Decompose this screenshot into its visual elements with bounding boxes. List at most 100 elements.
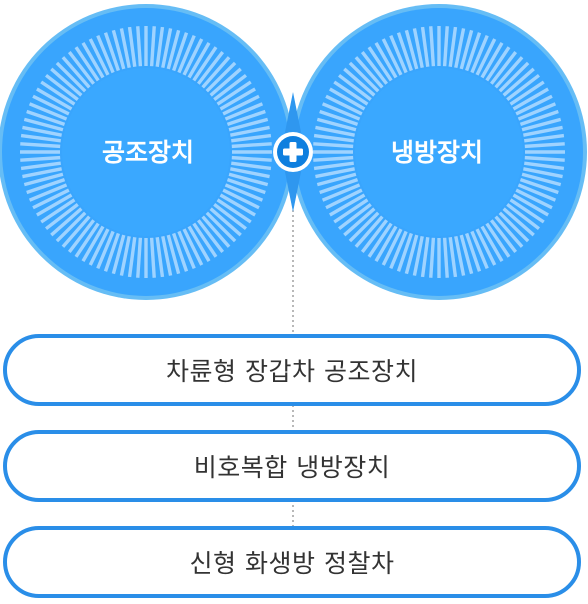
left-circle-ray	[226, 178, 266, 195]
right-circle-ray	[374, 42, 398, 79]
right-circle-ray	[367, 222, 393, 258]
left-circle-ray	[22, 167, 62, 179]
left-circle-ray	[50, 67, 83, 97]
item-pill-1: 차륜형 장갑차 공조장치	[3, 334, 581, 406]
left-circle-ray	[209, 67, 242, 97]
left-circle-ray	[28, 183, 68, 202]
right-circle-ray	[343, 207, 376, 237]
right-circle-ray	[333, 198, 369, 224]
left-circle-ray	[230, 167, 270, 179]
right-circle-ray	[521, 172, 562, 187]
left-circle-ray	[45, 203, 79, 231]
item-pill-3: 신형 화생방 정찰차	[3, 526, 581, 598]
right-circle-ray	[519, 178, 559, 195]
left-circle-ray	[205, 211, 237, 243]
right-circle-ray	[502, 207, 535, 237]
left-circle-ray	[161, 28, 173, 68]
right-circle-ray	[524, 155, 565, 162]
right-circle-ray	[517, 102, 557, 121]
right-circle-ray	[485, 46, 511, 82]
right-circle-ray	[321, 102, 361, 121]
left-circle-ray	[149, 26, 156, 67]
right-circle-ray	[512, 193, 549, 217]
right-circle-ray	[459, 234, 474, 275]
left-circle-ray	[119, 28, 131, 68]
left-circle-ray	[111, 234, 126, 275]
right-circle-ray	[448, 237, 458, 278]
right-circle-rays	[313, 26, 565, 278]
left-circle-ray	[231, 161, 272, 171]
left-circle-ray	[81, 225, 105, 262]
right-circle-ray	[360, 219, 388, 253]
right-circle-ray	[502, 67, 535, 97]
left-circle-ray	[187, 42, 211, 79]
right-circle-ray	[354, 56, 384, 89]
right-circle-ray	[316, 172, 357, 187]
right-circle-ray	[412, 28, 424, 68]
left-circle-ray	[36, 193, 73, 217]
left-circle-ray	[201, 56, 231, 89]
left-circle-ray	[55, 211, 87, 243]
left-circle-ray	[96, 34, 115, 74]
left-circle-ray	[228, 117, 269, 132]
right-circle-ray	[475, 228, 497, 266]
left-circle-ray	[182, 228, 204, 266]
right-circle-ray	[442, 26, 449, 67]
left-circle-ray	[32, 94, 70, 116]
right-circle-ray	[429, 237, 436, 278]
left-circle-ray	[149, 237, 156, 278]
right-circle-ray	[470, 34, 489, 74]
right-circle-ray	[509, 80, 545, 106]
right-circle-label: 냉방장치	[391, 138, 483, 167]
left-circle-ray	[230, 125, 270, 137]
item-pill-2-label: 비호복합 냉방장치	[193, 453, 391, 482]
right-circle-ray	[475, 38, 497, 76]
left-circle-ray	[166, 234, 181, 275]
right-circle-ray	[348, 211, 380, 243]
left-circle-ray	[28, 102, 68, 121]
left-circle-ray	[197, 219, 225, 253]
left-circle-ray	[127, 237, 137, 278]
left-circle-ray	[20, 133, 61, 143]
right-circle-ray	[515, 188, 553, 210]
left-circle-ray	[55, 61, 87, 93]
left-circle-ray	[22, 125, 62, 137]
right-circle-ray	[313, 142, 354, 149]
right-circle-ray	[494, 56, 524, 89]
left-circle-ray	[216, 198, 252, 224]
left-circle-ray	[197, 51, 225, 85]
left-circle-ray	[74, 46, 100, 82]
right-circle-ray	[420, 237, 430, 278]
left-circle-ray	[26, 178, 66, 195]
right-circle-ray	[319, 178, 359, 195]
right-circle-ray	[338, 73, 372, 101]
right-circle-ray	[519, 109, 559, 126]
right-circle-ray	[490, 51, 518, 85]
right-circle-ray	[485, 222, 511, 258]
left-circle-ray	[32, 188, 70, 210]
left-circle-ray	[209, 207, 242, 237]
left-circle-ray	[119, 236, 131, 276]
left-circle-ray	[177, 230, 196, 270]
item-pill-1-label: 차륜형 장갑차 공조장치	[166, 357, 418, 386]
right-circle-ray	[313, 161, 354, 171]
left-circle-ray	[136, 237, 143, 278]
left-circle-ray	[20, 142, 61, 149]
left-circle-ray	[213, 73, 247, 101]
right-circle-ray	[521, 117, 562, 132]
right-circle-ray	[381, 228, 403, 266]
right-circle-ray	[498, 211, 530, 243]
right-circle-ray	[348, 61, 380, 93]
right-circle-ray	[404, 29, 419, 70]
right-circle-ray	[480, 225, 504, 262]
left-circle-label: 공조장치	[102, 138, 194, 167]
right-circle-ray	[465, 232, 482, 272]
left-circle-ray	[219, 87, 256, 111]
right-circle-ray	[313, 155, 354, 162]
left-circle-ray	[155, 237, 165, 278]
left-circle-center	[62, 68, 230, 236]
left-circle-ray	[61, 56, 91, 89]
right-circle-ray	[517, 183, 557, 202]
right-circle-ray	[316, 117, 357, 132]
